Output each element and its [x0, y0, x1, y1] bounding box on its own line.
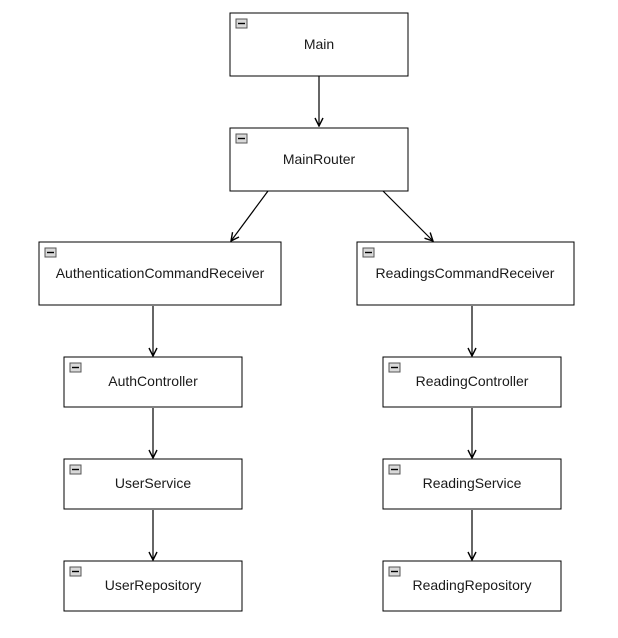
collapse-icon[interactable]: [362, 247, 375, 258]
node-user-service[interactable]: UserService: [63, 458, 243, 510]
edges: [153, 76, 472, 560]
node-reading-service[interactable]: ReadingService: [382, 458, 562, 510]
node-main-router-label: MainRouter: [283, 151, 356, 167]
node-main-label: Main: [304, 36, 334, 52]
node-main-router[interactable]: MainRouter: [229, 127, 409, 192]
collapse-icon[interactable]: [388, 566, 401, 577]
node-main[interactable]: Main: [229, 12, 409, 77]
node-user-repository[interactable]: UserRepository: [63, 560, 243, 612]
node-reading-controller[interactable]: ReadingController: [382, 356, 562, 408]
collapse-icon[interactable]: [69, 464, 82, 475]
collapse-icon[interactable]: [388, 362, 401, 373]
collapse-icon[interactable]: [235, 133, 248, 144]
node-auth-controller-label: AuthController: [108, 373, 198, 389]
node-auth-controller[interactable]: AuthController: [63, 356, 243, 408]
edge-mainrouter-to-readings-receiver: [382, 190, 433, 241]
collapse-icon[interactable]: [388, 464, 401, 475]
collapse-icon[interactable]: [44, 247, 57, 258]
node-reading-repository[interactable]: ReadingRepository: [382, 560, 562, 612]
node-readings-receiver[interactable]: ReadingsCommandReceiver: [356, 241, 575, 306]
collapse-icon[interactable]: [235, 18, 248, 29]
node-user-service-label: UserService: [115, 475, 191, 491]
node-reading-service-label: ReadingService: [423, 475, 522, 491]
node-reading-repository-label: ReadingRepository: [412, 577, 531, 593]
collapse-icon[interactable]: [69, 362, 82, 373]
collapse-icon[interactable]: [69, 566, 82, 577]
node-auth-receiver[interactable]: AuthenticationCommandReceiver: [38, 241, 282, 306]
node-auth-receiver-label: AuthenticationCommandReceiver: [56, 265, 265, 281]
edge-mainrouter-to-auth-receiver: [231, 190, 269, 241]
node-user-repository-label: UserRepository: [105, 577, 201, 593]
node-reading-controller-label: ReadingController: [416, 373, 529, 389]
node-readings-receiver-label: ReadingsCommandReceiver: [376, 265, 555, 281]
